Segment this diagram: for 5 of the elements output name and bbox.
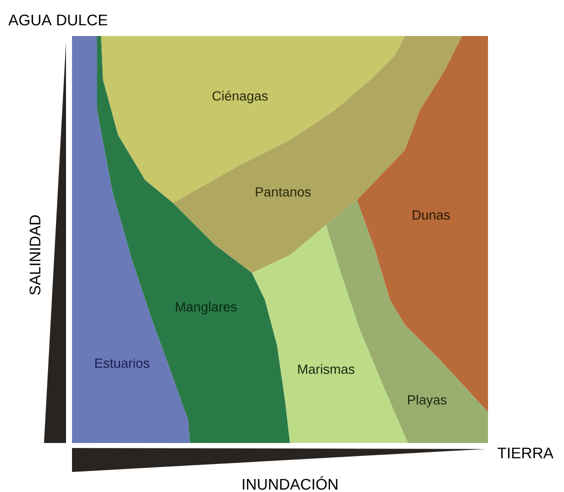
axis-label: AGUA DULCE: [8, 14, 108, 26]
habitat-region: Marismas: [252, 225, 408, 443]
axis-label: INUNDACIÓN: [242, 476, 338, 490]
axis-label: TIERRA: [498, 448, 554, 458]
axis-label: SALINIDAD: [30, 215, 40, 295]
